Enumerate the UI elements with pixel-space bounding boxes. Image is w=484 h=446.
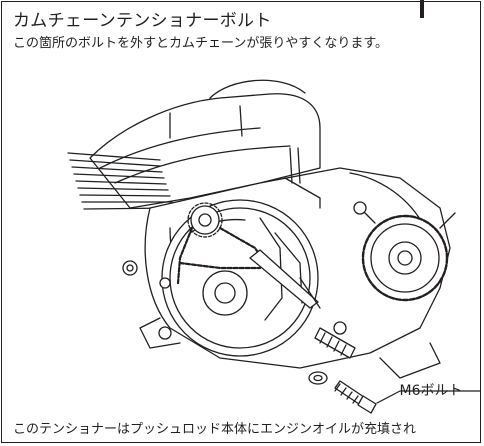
m6-bolt (308, 371, 377, 414)
cooling-fins (67, 152, 175, 210)
breather-pipe (284, 147, 321, 209)
page-title: カムチェーンテンショナーボルト (13, 11, 272, 31)
callout-leader (376, 390, 480, 404)
cam-sprocket (187, 202, 223, 238)
m6-bolt-callout: M6ボルト (399, 383, 463, 399)
drive-sprocket (359, 207, 456, 302)
frame-tab (420, 0, 424, 18)
housing-bolts (122, 201, 367, 340)
tensioner-pushrod (249, 249, 321, 309)
engine-illustration (67, 79, 480, 414)
output-shaft (314, 327, 356, 359)
page-subtitle: この箇所のボルトを外すとカムチェーンが張りやすくなります。 (13, 36, 389, 51)
clutch-cover (161, 199, 319, 357)
caption-text: このテンショナーはプッシュロッド本体にエンジンオイルが充填され (13, 422, 417, 437)
